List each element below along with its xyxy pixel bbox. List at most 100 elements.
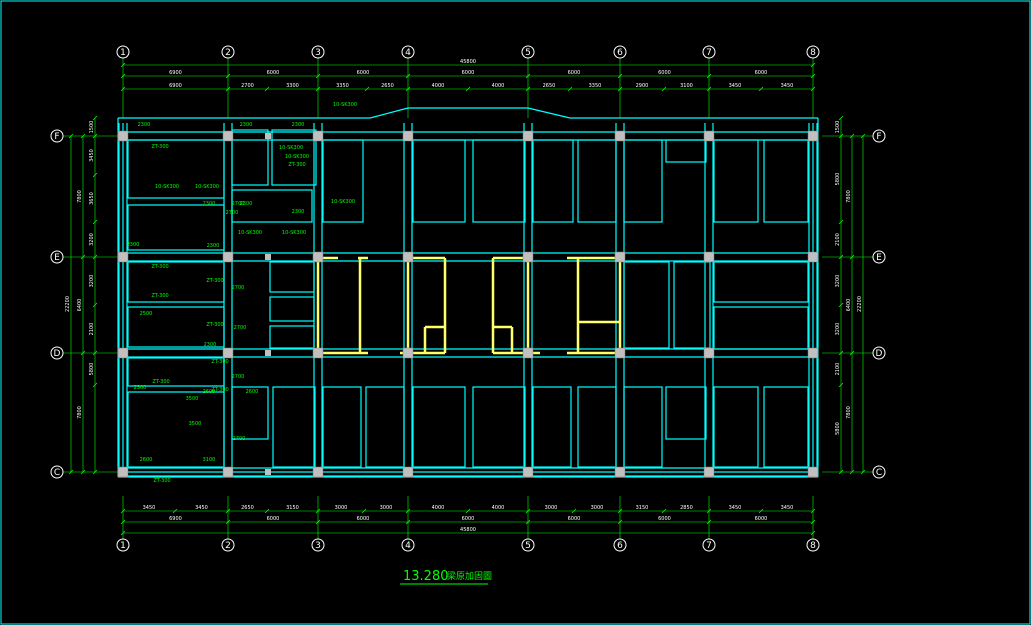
- grid-bubble-col-2: [221, 538, 235, 552]
- structural-column: [614, 466, 626, 478]
- top-dim-1-tick: [525, 73, 531, 79]
- grid-bubble-col-5: [521, 538, 535, 552]
- bottom-overall-dim-label: 45800: [460, 527, 476, 533]
- top-dim-2-label: 2650: [543, 83, 556, 89]
- grid-label-row-E: E: [54, 253, 60, 263]
- room-outline: [673, 261, 711, 349]
- top-dim-2-tick: [120, 86, 126, 92]
- wall-segment: [369, 107, 409, 119]
- bottom-dim-1-label: 3000: [591, 505, 604, 511]
- room-outline: [713, 306, 809, 350]
- grid-bubble-col-3: [311, 45, 325, 59]
- top-dim-1-tick: [617, 73, 623, 79]
- right-dim-inner-label: 2100: [835, 363, 841, 376]
- beam-annotation: 2700: [233, 436, 246, 442]
- grid-label-row-D: D: [876, 349, 883, 359]
- top-dim-1-label: 6900: [169, 70, 182, 76]
- grid-label-col-1: 1: [120, 541, 126, 551]
- bottom-dim-1-label: 4000: [432, 505, 445, 511]
- structural-column: [117, 466, 129, 478]
- left-dim-inner-tick: [92, 133, 98, 139]
- beam-annotation: 2600: [203, 389, 216, 395]
- bottom-overall-dim-tick: [120, 530, 126, 536]
- grid-bubble-row-C: [872, 465, 886, 479]
- structural-column: [222, 466, 234, 478]
- bottom-dim-1-tick: [706, 508, 712, 514]
- room-outline: [271, 129, 317, 186]
- structural-column: [312, 251, 324, 263]
- beam-annotation: ZT-300: [211, 387, 228, 393]
- room-outline: [231, 386, 269, 440]
- core-walls-layer: [316, 256, 622, 355]
- grid-label-row-E: E: [876, 253, 882, 263]
- right-dim-inner-label: 3200: [835, 323, 841, 336]
- room-outline: [665, 386, 707, 440]
- top-dim-1-tick: [810, 73, 816, 79]
- right-dim-inner-label: 3200: [835, 275, 841, 288]
- structural-column: [522, 466, 534, 478]
- structural-column: [807, 466, 819, 478]
- top-dim-2-tick: [264, 86, 270, 92]
- bottom-dim-2-tick: [405, 519, 411, 525]
- left-dim-outer-label: 6400: [77, 299, 83, 312]
- right-overall-dim-tick: [860, 133, 866, 139]
- grid-bubble-row-E: [872, 250, 886, 264]
- top-dim-2-label: 3300: [286, 83, 299, 89]
- bottom-dim-2-label: 6900: [169, 516, 182, 522]
- room-outline: [127, 139, 225, 199]
- structural-column: [614, 347, 626, 359]
- top-dim-1-tick: [120, 73, 126, 79]
- beam-annotation: 2300: [292, 209, 305, 215]
- room-outline: [472, 386, 526, 468]
- top-dim-2-tick: [617, 86, 623, 92]
- structural-column: [807, 130, 819, 142]
- grid-bubble-col-1: [116, 45, 130, 59]
- grid-label-col-3: 3: [315, 541, 321, 551]
- left-overall-dim-tick: [68, 469, 74, 475]
- beam-annotation: 2300: [240, 201, 253, 207]
- room-outline: [127, 204, 225, 251]
- right-dim-inner-tick: [838, 382, 844, 388]
- bottom-dim-1-tick: [810, 508, 816, 514]
- room-outline: [412, 386, 466, 468]
- top-overall-dim-tick: [120, 62, 126, 68]
- structural-column: [265, 254, 271, 260]
- room-outline: [412, 139, 466, 223]
- left-dim-inner-label: 3650: [89, 192, 95, 205]
- bottom-dim-1-label: 3450: [143, 505, 156, 511]
- room-outline: [322, 386, 362, 468]
- grid-label-col-2: 2: [225, 48, 231, 58]
- structural-column: [312, 466, 324, 478]
- grid-bubble-col-8: [806, 538, 820, 552]
- grid-label-col-3: 3: [315, 48, 321, 58]
- top-dim-1-label: 6000: [755, 70, 768, 76]
- beam-annotation: 10-SK300: [333, 102, 357, 108]
- room-outline: [272, 386, 316, 468]
- grid-label-col-7: 7: [706, 541, 712, 551]
- room-outline: [322, 139, 364, 223]
- beam-annotation: ZT-300: [151, 144, 168, 150]
- right-dim-inner-label: 1500: [835, 121, 841, 134]
- beam-annotation: 2700: [234, 325, 247, 331]
- left-dim-outer-label: 7800: [77, 406, 83, 419]
- bottom-dim-2-label: 6000: [658, 516, 671, 522]
- top-dim-2-label: 3450: [781, 83, 794, 89]
- bottom-dim-1-tick: [120, 508, 126, 514]
- grid-label-row-C: C: [54, 468, 60, 478]
- bottom-dim-1-tick: [525, 508, 531, 514]
- left-dim-inner-tick: [92, 350, 98, 356]
- left-dim-outer-tick: [80, 350, 86, 356]
- beam-annotation: 2300: [204, 342, 217, 348]
- structural-column: [117, 347, 129, 359]
- grid-bubble-col-4: [401, 538, 415, 552]
- room-outline: [577, 139, 617, 223]
- top-dim-2-label: 6900: [169, 83, 182, 89]
- top-dim-1-label: 6000: [658, 70, 671, 76]
- room-outline: [269, 325, 315, 349]
- beam-annotation: ZT-300: [152, 379, 169, 385]
- left-overall-dim-tick: [68, 133, 74, 139]
- top-dim-2-label: 3350: [336, 83, 349, 89]
- structural-column: [405, 350, 411, 356]
- drawing-title: 13.280 梁原加固圖: [400, 569, 492, 585]
